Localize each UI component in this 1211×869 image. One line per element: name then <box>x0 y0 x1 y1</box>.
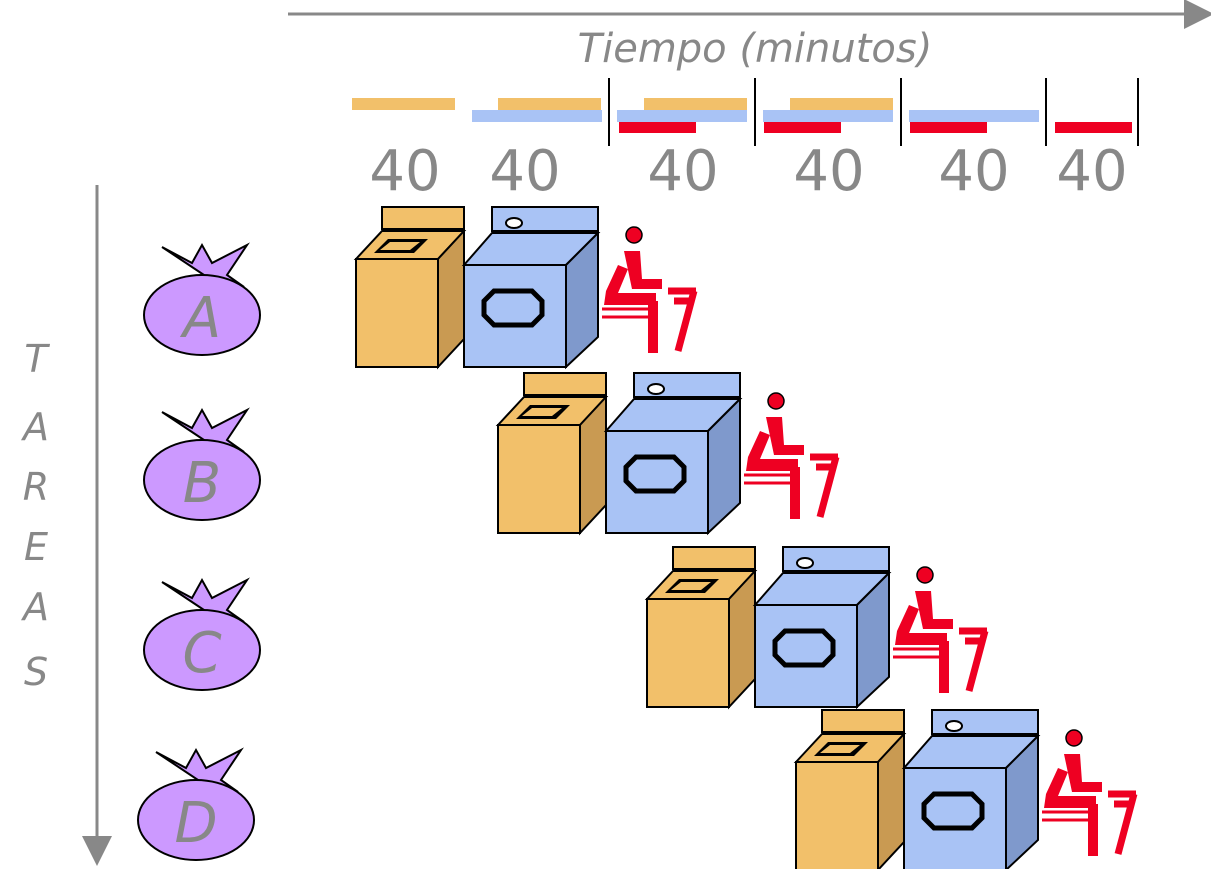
interval-label: 40 <box>1056 139 1127 204</box>
stage-bars <box>352 78 1139 146</box>
task-row <box>644 546 989 710</box>
task-label: B <box>183 451 221 516</box>
interval-label: 40 <box>938 139 1009 204</box>
washer-icon <box>793 709 907 869</box>
task-axis-letter: S <box>24 650 48 694</box>
dry-bar <box>909 110 1039 122</box>
interval-label: 40 <box>489 139 560 204</box>
task-axis-letter: E <box>24 525 48 569</box>
fold-bar <box>764 122 841 133</box>
fold-bar <box>619 122 696 133</box>
task-row <box>495 372 840 536</box>
task-axis-letter: T <box>24 337 50 381</box>
laundry-bag-icon: A <box>143 242 261 356</box>
dry-bar <box>763 110 893 122</box>
interval-label: 40 <box>793 139 864 204</box>
wash-bar <box>352 98 455 110</box>
washer-icon <box>644 546 758 710</box>
dryer-icon <box>752 546 892 710</box>
interval-label: 40 <box>369 139 440 204</box>
wash-bar <box>790 98 893 110</box>
dryer-icon <box>901 709 1041 869</box>
laundry-bag-icon: D <box>137 747 255 861</box>
wash-bar <box>644 98 747 110</box>
task-label: D <box>174 791 217 856</box>
task-label: A <box>180 286 221 351</box>
task-row <box>793 709 1138 869</box>
washer-icon <box>495 372 609 536</box>
folding-person-icon <box>893 566 989 693</box>
washer-icon <box>353 206 467 370</box>
laundry-bag-icon: C <box>143 577 261 691</box>
task-bags: A B C D <box>137 242 261 861</box>
task-axis-letter: A <box>20 405 49 449</box>
dryer-icon <box>603 372 743 536</box>
dryer-icon <box>461 206 601 370</box>
task-axis-label: T A R E A S <box>20 337 50 694</box>
wash-bar <box>498 98 601 110</box>
time-axis-label: Tiempo (minutos) <box>578 26 933 72</box>
fold-bar <box>1055 122 1132 133</box>
interval-label: 40 <box>647 139 718 204</box>
laundry-bag-icon: B <box>143 407 261 521</box>
fold-bar <box>910 122 987 133</box>
folding-person-icon <box>1042 729 1138 856</box>
dry-bar <box>617 110 747 122</box>
machine-rows <box>353 206 1138 869</box>
task-axis-letter: A <box>20 585 49 629</box>
folding-person-icon <box>602 226 698 353</box>
task-row <box>353 206 698 370</box>
interval-labels: 40 40 40 40 40 40 <box>369 139 1127 204</box>
task-axis-letter: R <box>23 465 49 509</box>
task-label: C <box>182 621 221 686</box>
folding-person-icon <box>744 392 840 519</box>
dry-bar <box>472 110 602 122</box>
